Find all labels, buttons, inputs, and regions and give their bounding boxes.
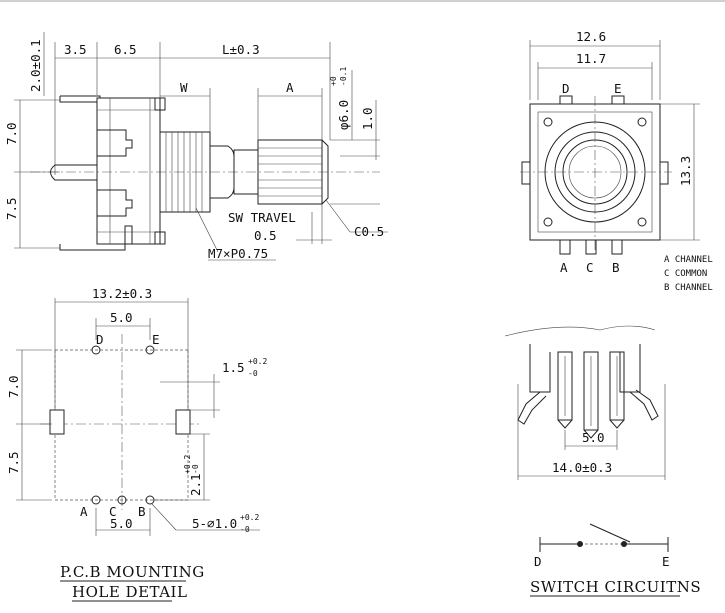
hole-note: 5-∅1.0 [192, 516, 237, 531]
dim-14-0: 14.0±0.3 [552, 460, 612, 475]
switch-circuit: D E SWITCH CIRCUITNS [530, 523, 701, 597]
dim-5-0-top: 5.0 [110, 310, 133, 325]
switch-label-e: E [662, 554, 670, 569]
dim-shaft-tol-upper: +0 [329, 76, 338, 86]
dim-1-5-tol-lower: -0 [248, 369, 258, 378]
pcb-pin-label-d: D [96, 332, 104, 347]
front-pin-label-c: C [586, 260, 594, 275]
hole-tol-lower: -0 [240, 525, 250, 534]
dim-1-5-tol-upper: +0.2 [248, 357, 267, 366]
pcb-dim-7-0: 7.0 [6, 375, 21, 398]
sw-travel-label: SW TRAVEL [228, 210, 296, 225]
bottom-dim-5-0: 5.0 [582, 430, 605, 445]
dim-2-1-tol-lower: -0 [191, 464, 200, 474]
dim-2-1-tol-upper: +0.2 [183, 455, 192, 474]
pcb-pin-label-e: E [152, 332, 160, 347]
dim-2-0: 2.0±0.1 [28, 39, 43, 92]
dim-3-5: 3.5 [64, 42, 87, 57]
front-pin-label-a: A [560, 260, 568, 275]
hole-tol-upper: +0.2 [240, 513, 259, 522]
pcb-pin-label-b: B [138, 504, 146, 519]
pcb-view: 13.2±0.3 5.0 D E A C B 5.0 [6, 286, 267, 602]
dim-5-0-bottom: 5.0 [110, 516, 133, 531]
sw-travel-value: 0.5 [254, 228, 277, 243]
dim-7-0: 7.0 [4, 122, 19, 145]
dim-shaft-diameter: φ6.0 [336, 100, 351, 130]
pcb-title-line1: P.C.B MOUNTING [60, 563, 205, 581]
dim-1-5: 1.5 [222, 360, 245, 375]
legend-b-channel: B CHANNEL [664, 283, 713, 293]
chamfer-label: C0.5 [354, 224, 384, 239]
pcb-pin-label-a: A [80, 504, 88, 519]
dim-W: W [180, 80, 188, 95]
dim-6-5: 6.5 [114, 42, 137, 57]
pcb-dim-7-5: 7.5 [6, 451, 21, 474]
bottom-view: 14.0±0.3 5.0 [504, 325, 666, 480]
dim-11-7: 11.7 [576, 51, 606, 66]
legend-a-channel: A CHANNEL [664, 255, 713, 265]
thread-label: M7×P0.75 [208, 246, 268, 261]
pcb-title-line2: HOLE DETAIL [72, 583, 187, 601]
front-view: 12.6 11.7 D E A C B [520, 29, 713, 293]
dim-7-5: 7.5 [4, 197, 19, 220]
dim-1-0: 1.0 [360, 107, 375, 130]
switch-label-d: D [534, 554, 542, 569]
dim-A: A [286, 80, 294, 95]
pcb-pin-label-c: C [109, 504, 117, 519]
dim-12-6: 12.6 [576, 29, 606, 44]
dim-shaft-tol-lower: -0.1 [339, 67, 348, 86]
dim-L: L±0.3 [222, 42, 260, 57]
dim-2-1: 2.1 [188, 473, 203, 496]
front-pin-label-e: E [614, 81, 622, 96]
front-pin-label-d: D [562, 81, 570, 96]
dim-13-2: 13.2±0.3 [92, 286, 152, 301]
legend-c-common: C COMMON [664, 269, 707, 279]
side-view: 3.5 6.5 L±0.3 2.0±0.1 7.0 7.5 [4, 32, 388, 261]
switch-title: SWITCH CIRCUITNS [530, 578, 701, 596]
dim-13-3: 13.3 [678, 156, 693, 186]
front-pin-label-b: B [612, 260, 620, 275]
